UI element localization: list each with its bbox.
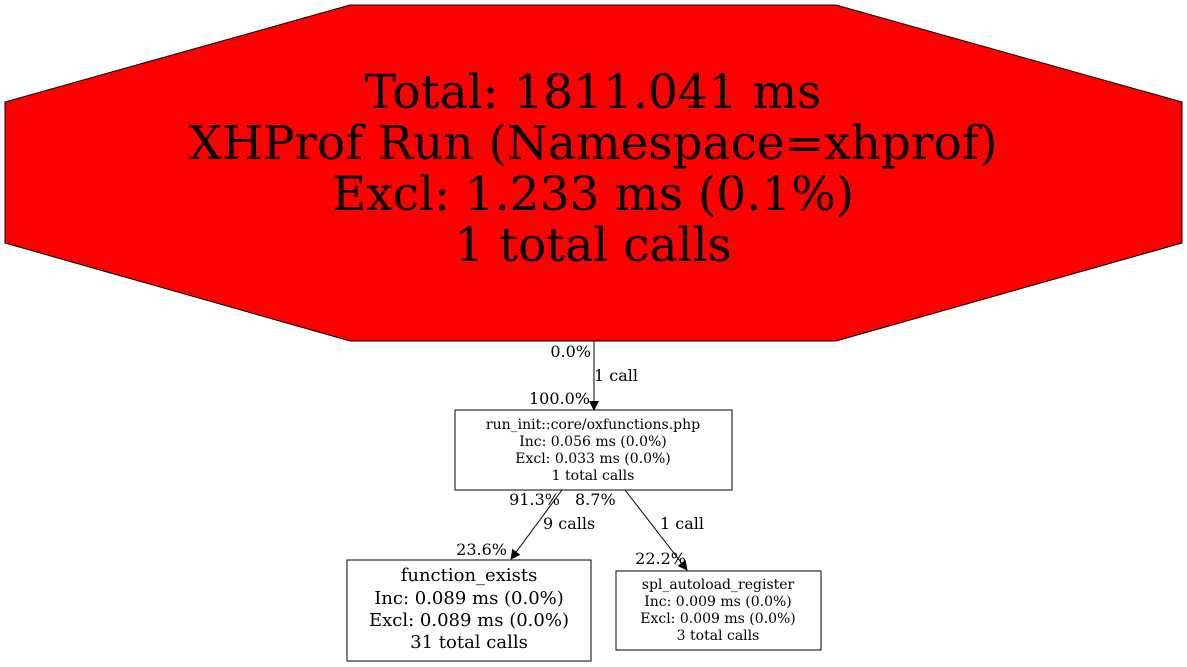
function-exists-calls: 31 total calls <box>410 632 528 653</box>
edge-label: 1 call <box>660 514 704 533</box>
edge-run-init-spl-autoload-register: 8.7% 1 call 22.2% <box>575 489 704 571</box>
root-excl: Excl: 1.233 ms (0.1%) <box>332 167 854 222</box>
edge-head-label: 22.2% <box>635 549 686 568</box>
spl-inc: Inc: 0.009 ms (0.0%) <box>644 594 792 610</box>
spl-calls: 3 total calls <box>677 628 760 644</box>
run-init-name: run_init::core/oxfunctions.php <box>486 417 700 433</box>
spl-excl: Excl: 0.009 ms (0.0%) <box>640 611 796 627</box>
node-run-init[interactable]: run_init::core/oxfunctions.php Inc: 0.05… <box>454 409 733 491</box>
root-total: Total: 1811.041 ms <box>365 65 822 120</box>
run-init-inc: Inc: 0.056 ms (0.0%) <box>519 434 667 450</box>
function-exists-name: function_exists <box>401 565 538 586</box>
edge-tail-label: 8.7% <box>575 490 616 509</box>
function-exists-excl: Excl: 0.089 ms (0.0%) <box>369 610 569 631</box>
edge-tail-label: 0.0% <box>550 342 591 361</box>
edge-tail-label: 91.3% <box>509 490 560 509</box>
node-root[interactable]: Total: 1811.041 ms XHProf Run (Namespace… <box>4 4 1183 342</box>
spl-name: spl_autoload_register <box>642 577 795 593</box>
edge-label: 1 call <box>594 366 638 385</box>
edge-root-run-init: 0.0% 1 call 100.0% <box>529 341 638 411</box>
edge-head-label: 23.6% <box>456 540 507 559</box>
run-init-excl: Excl: 0.033 ms (0.0%) <box>515 451 671 467</box>
node-function-exists[interactable]: function_exists Inc: 0.089 ms (0.0%) Exc… <box>346 559 592 662</box>
function-exists-inc: Inc: 0.089 ms (0.0%) <box>374 588 564 609</box>
edge-head-label: 100.0% <box>529 389 590 408</box>
root-calls: 1 total calls <box>454 218 731 273</box>
root-title: XHProf Run (Namespace=xhprof) <box>188 116 997 171</box>
run-init-calls: 1 total calls <box>552 468 635 484</box>
edge-label: 9 calls <box>543 514 595 533</box>
edge-run-init-function-exists: 91.3% 9 calls 23.6% <box>456 489 595 560</box>
node-spl-autoload-register[interactable]: spl_autoload_register Inc: 0.009 ms (0.0… <box>615 570 822 651</box>
